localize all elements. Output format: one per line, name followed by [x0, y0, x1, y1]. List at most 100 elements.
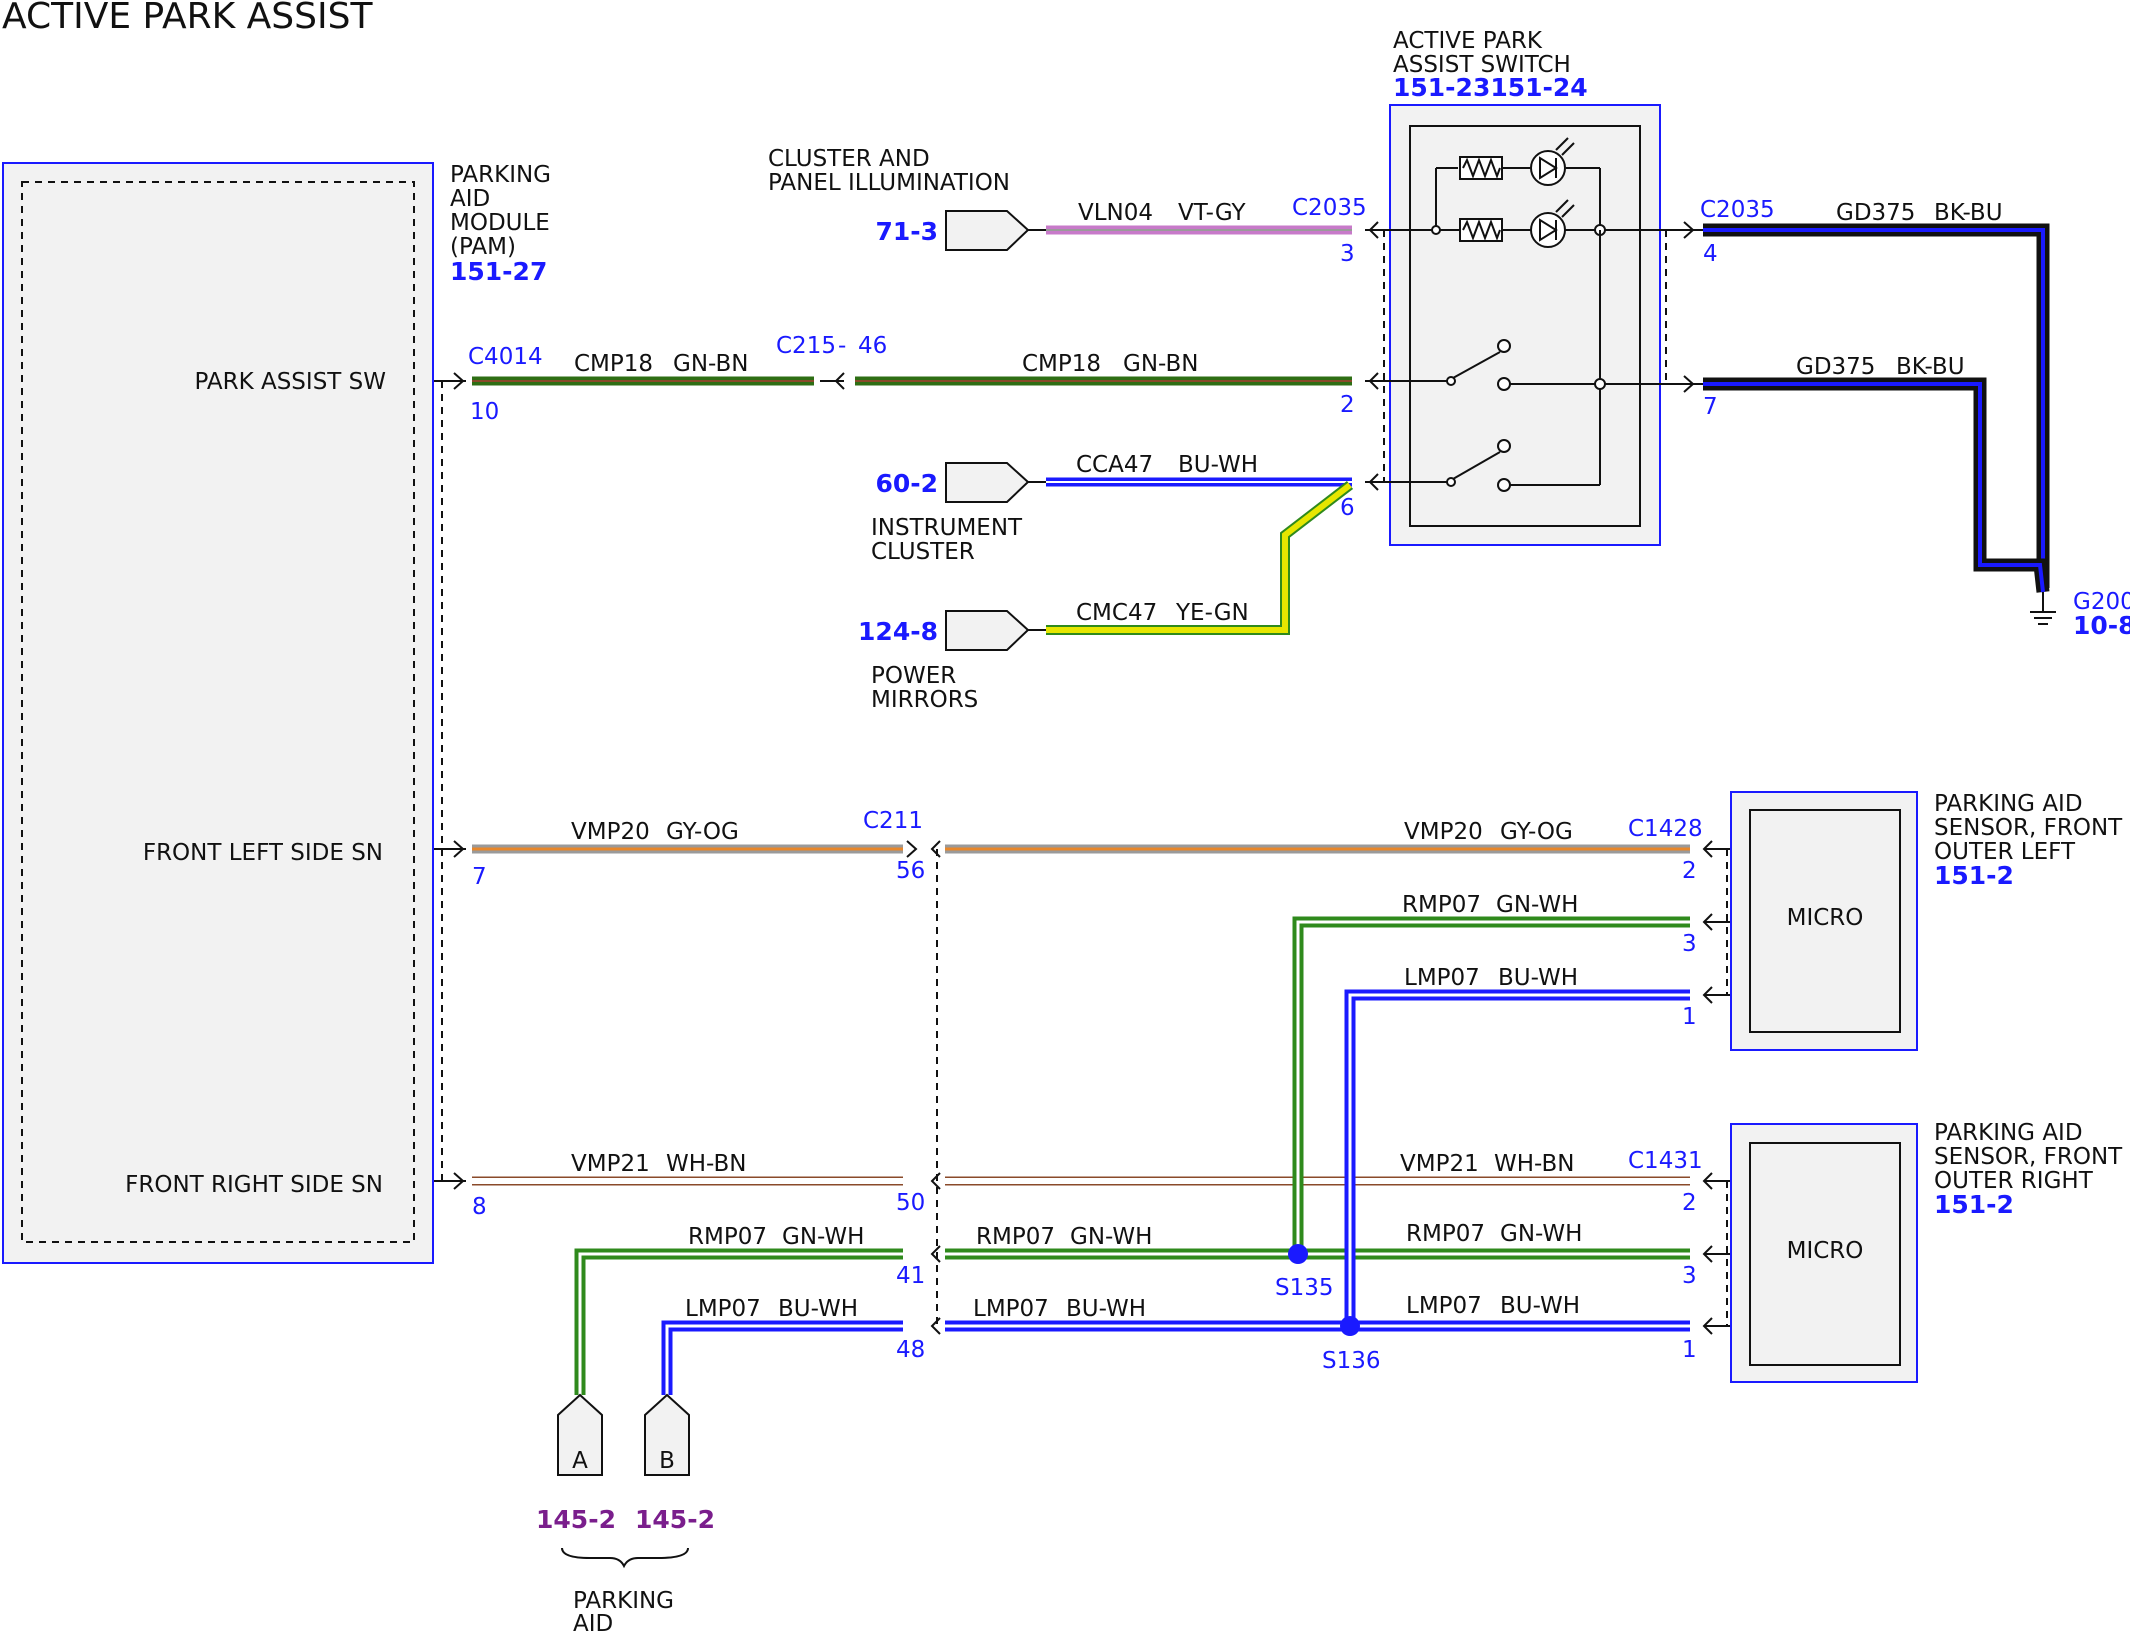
pin-label: 8	[472, 1194, 487, 1220]
switch-outer-box	[1389, 104, 1661, 546]
wire-color: GN-WH	[1070, 1224, 1152, 1250]
ground-ref: 10-8	[2073, 611, 2130, 640]
wire-color: GN-WH	[1496, 892, 1578, 918]
parking-aid-label-line: AID	[573, 1611, 613, 1631]
switch-inner-box	[1409, 125, 1641, 527]
sensor-left-label-line: PARKING AID	[1934, 791, 2083, 817]
wire-circuit: RMP07	[976, 1224, 1055, 1250]
sensor-micro-box	[1749, 1142, 1901, 1366]
pin-label: 2	[1340, 392, 1355, 418]
wire-color: GY-OG	[1500, 819, 1573, 845]
wire-color: BU-WH	[778, 1296, 858, 1322]
parking-aid-label-line: PARKING	[573, 1588, 674, 1614]
parking-aid-ref-a: 145-2	[536, 1505, 616, 1534]
pin-label: 3	[1682, 931, 1697, 957]
pam-input-park-assist-sw: PARK ASSIST SW	[194, 369, 386, 395]
pam-module-inner-border	[21, 181, 415, 1243]
power-mirrors-connector	[945, 610, 1046, 651]
wire-color: YE-GN	[1175, 600, 1249, 626]
instrument-cluster-ref: 60-2	[875, 469, 938, 498]
pam-label-line: (PAM)	[450, 234, 516, 260]
wire-circuit: RMP07	[1406, 1221, 1485, 1247]
wire-circuit: LMP07	[1404, 965, 1480, 991]
pin-label: 6	[1340, 495, 1355, 521]
instrument-cluster-connector	[945, 462, 1046, 503]
pin-label: 7	[1703, 394, 1718, 420]
ground-connector-label: G200	[2073, 589, 2130, 615]
wire-color: BU-WH	[1500, 1293, 1580, 1319]
wire-color: VT-GY	[1178, 200, 1246, 226]
ground-icon	[2030, 592, 2056, 625]
pin-label: 46	[858, 333, 887, 359]
switch-ref: 151-23151-24	[1393, 73, 1588, 102]
instrument-cluster-label-line: CLUSTER	[871, 539, 975, 565]
switch-internals	[1365, 137, 1710, 492]
connector-c2035-left: C2035	[1292, 195, 1367, 221]
sensor-left-label-line: SENSOR, FRONT	[1934, 815, 2123, 841]
power-mirrors-label-line: MIRRORS	[871, 687, 978, 713]
instrument-cluster-label-line: INSTRUMENT	[871, 515, 1023, 541]
wire-circuit: LMP07	[973, 1296, 1049, 1322]
sensor-right-micro-label: MICRO	[1787, 1238, 1864, 1264]
wire-circuit: CCA47	[1076, 452, 1153, 478]
pin-label: 48	[896, 1337, 925, 1363]
sensor-right-label-line: SENSOR, FRONT	[1934, 1144, 2123, 1170]
wire-rmp07	[574, 916, 1690, 1395]
wire-circuit: VMP21	[571, 1151, 650, 1177]
wire-color: WH-BN	[1494, 1151, 1575, 1177]
wire-color: BU-WH	[1066, 1296, 1146, 1322]
connector-c215: C215	[776, 333, 836, 359]
switch-contact-icon	[1452, 451, 1501, 480]
wire-color: GY-OG	[666, 819, 739, 845]
pin-label: 1	[1682, 1337, 1697, 1363]
parking-aid-connector-a-label: A	[572, 1448, 588, 1474]
illumination-ref: 71-3	[875, 217, 938, 246]
connector-c211: C211	[863, 808, 923, 834]
sensor-left-label-line: OUTER LEFT	[1934, 839, 2076, 865]
sensor-right-ref: 151-2	[1934, 1190, 2014, 1219]
wire-labels: VLN04 VT-GY GD375 BK-BU GD375 BK-BU CMP1…	[571, 200, 2003, 1322]
splice-s136-label: S136	[1322, 1348, 1381, 1374]
pin-label: 10	[470, 399, 499, 425]
pin-label: 3	[1682, 1263, 1697, 1289]
pam-label-line: AID	[450, 186, 490, 212]
pin-label: 1	[1682, 1004, 1697, 1030]
pin-label: 2	[1682, 1190, 1697, 1216]
splice-s135-label: S135	[1275, 1275, 1334, 1301]
pin-label: 4	[1703, 241, 1718, 267]
power-mirrors-label-line: POWER	[871, 663, 956, 689]
wire-color: BK-BU	[1896, 354, 1965, 380]
parking-aid-connector-b	[644, 1393, 690, 1476]
pam-label: PARKING AID MODULE (PAM) 151-27	[450, 162, 551, 286]
wire-circuit: VMP20	[571, 819, 650, 845]
wire-circuit: CMC47	[1076, 600, 1157, 626]
connector-c215-sep: -	[838, 333, 846, 359]
connector-c211	[906, 840, 941, 1335]
connector-c1428: C1428	[1628, 816, 1703, 842]
illumination-connector	[945, 210, 1046, 251]
wire-circuit: LMP07	[685, 1296, 761, 1322]
power-mirrors-ref: 124-8	[858, 617, 938, 646]
pin-label: 7	[472, 864, 487, 890]
splice-s136	[1340, 1316, 1360, 1336]
parking-aid-connector-b-label: B	[659, 1448, 675, 1474]
sensor-left-ref: 151-2	[1934, 861, 2014, 890]
wire-color: GN-WH	[782, 1224, 864, 1250]
wire-circuit: RMP07	[1402, 892, 1481, 918]
sensor-right-label-line: OUTER RIGHT	[1934, 1168, 2094, 1194]
pin-label: 2	[1682, 858, 1697, 884]
wire-gd375	[1703, 223, 2050, 593]
pam-label-line: PARKING	[450, 162, 551, 188]
pam-label-line: MODULE	[450, 210, 550, 236]
sensor-right-label-line: PARKING AID	[1934, 1120, 2083, 1146]
switch-label-line: ACTIVE PARK	[1393, 28, 1543, 54]
switch-contact-icon	[1452, 351, 1501, 379]
illumination-label-line: CLUSTER AND	[768, 146, 930, 172]
wire-circuit: CMP18	[1022, 351, 1101, 377]
connector-c2035-right: C2035	[1700, 197, 1775, 223]
wire-color: GN-BN	[673, 351, 749, 377]
pam-input-front-left-side-sn: FRONT LEFT SIDE SN	[143, 840, 383, 866]
pam-pin-stubs	[434, 372, 466, 1190]
wire-circuit: GD375	[1836, 200, 1915, 226]
